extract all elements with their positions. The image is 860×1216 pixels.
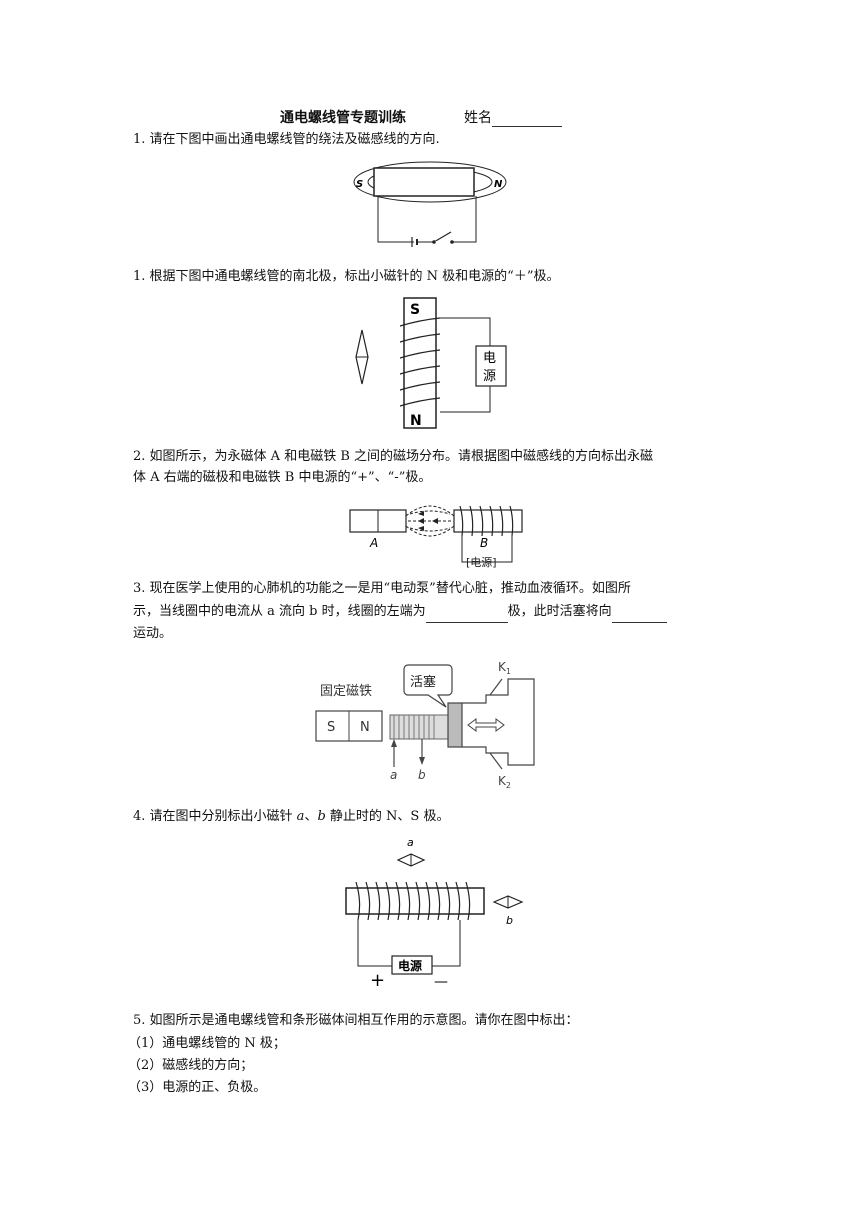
figure-2-solenoid-vertical: S N 电 源 (355, 297, 507, 429)
solenoid-core (373, 167, 475, 197)
circuit-wire (461, 536, 513, 563)
coil-windings (459, 505, 514, 537)
label-a: A (369, 536, 378, 550)
piston-label: 活塞 (410, 674, 436, 690)
field-arrows (418, 511, 438, 531)
double-arrow-icon (467, 718, 505, 732)
valve-k1-label: K1 (498, 660, 511, 676)
top-pole-label: S (410, 302, 420, 318)
coil-windings (355, 881, 471, 921)
question-5-line1: 5. 如图所示是通电螺线管和条形磁体间相互作用的示意图。请你在图中标出： (133, 1013, 579, 1028)
question-3-line2-part-a: 示，当线圈中的电流从 a 流向 b 时，线圈的左端为 (133, 604, 426, 619)
question-5-item2: （2）磁感线的方向； (128, 1058, 254, 1073)
question-3-line2-part-b: 极，此时活塞将向 (507, 604, 612, 619)
name-field[interactable]: 姓名 (464, 107, 562, 127)
label-b: B (480, 536, 488, 550)
wire-b-label: b (418, 768, 426, 782)
power-source-label: 电源 (398, 958, 422, 973)
compass-b-label: b (506, 914, 513, 927)
switch-blade (433, 231, 452, 243)
figure-3-magnet-electromagnet: A B [电源] (349, 505, 523, 569)
minus-sign: — (434, 974, 448, 990)
wire-a-label: a (390, 768, 397, 782)
power-source-label: [电源] (466, 555, 497, 569)
coil-windings (399, 317, 441, 407)
question-2-line2: 体 A 右端的磁极和电磁铁 B 中电源的“+”、“-”极。 (133, 470, 432, 485)
question-2-line1: 2. 如图所示，为永磁体 A 和电磁铁 B 之间的磁场分布。请根据图中磁感线的方… (133, 449, 654, 464)
coil-hatch (393, 715, 435, 739)
magnet-n-label: N (360, 720, 370, 735)
valve-k2-label: K2 (498, 774, 511, 790)
solenoid-core (403, 297, 437, 429)
piston (447, 702, 463, 748)
right-pole-label: N (494, 179, 503, 190)
pump-chamber (462, 678, 535, 766)
electromagnet-b (453, 509, 523, 533)
bottom-pole-label: N (410, 413, 422, 429)
page-title: 通电螺线管专题训练 (280, 110, 406, 126)
valve-k2 (489, 752, 503, 770)
question-5-item1: （1）通电螺线管的 N 极； (128, 1036, 286, 1051)
answer-blank-direction[interactable] (611, 608, 667, 623)
left-pole-label: S (356, 179, 363, 190)
power-source-label-1: 电 (483, 351, 496, 366)
fixed-magnet-label: 固定磁铁 (320, 684, 372, 699)
figure-1-solenoid: S N (353, 161, 507, 247)
question-5-item3: （3）电源的正、负极。 (128, 1080, 267, 1095)
figure-5-solenoid-compasses: a b 电源 + — (345, 836, 524, 991)
plus-sign: + (370, 970, 385, 991)
question-3-line3: 运动。 (133, 626, 173, 641)
valve-k1 (489, 678, 503, 696)
power-source-box (391, 955, 433, 975)
question-4-text: 4. 请在图中分别标出小磁针 a、b 静止时的 N、S 极。 (133, 809, 450, 824)
piston-label-bubble (403, 664, 453, 708)
question-3-line1: 3. 现在医学上使用的心肺机的功能之一是用“电动泵”替代心脏，推动血液循环。如图… (133, 581, 631, 596)
question-1-text: 1. 请在下图中画出通电螺线管的绕法及磁感线的方向. (133, 132, 440, 147)
field-lines (405, 505, 455, 537)
power-source-box (475, 345, 507, 387)
figure-4-heart-pump: 固定磁铁 S N 活塞 K1 K2 a b (315, 660, 535, 790)
switch-contact-right (450, 240, 454, 244)
question-1b-text: 1. 根据下图中通电螺线管的南北极，标出小磁针的 N 极和电源的“＋”极。 (133, 269, 560, 284)
answer-blank-pole[interactable] (425, 608, 508, 623)
name-label: 姓名 (464, 110, 492, 126)
name-blank[interactable] (492, 112, 562, 127)
magnet-s-label: S (327, 720, 335, 735)
circuit-wire (377, 196, 477, 243)
compass-a-label: a (407, 836, 414, 849)
solenoid-core (345, 887, 485, 915)
question-3-line2: 示，当线圈中的电流从 a 流向 b 时，线圈的左端为 极，此时活塞将向 (133, 601, 667, 623)
switch-contact-left (432, 240, 436, 244)
power-source-label-2: 源 (483, 369, 496, 384)
field-loop-outer (353, 161, 507, 203)
